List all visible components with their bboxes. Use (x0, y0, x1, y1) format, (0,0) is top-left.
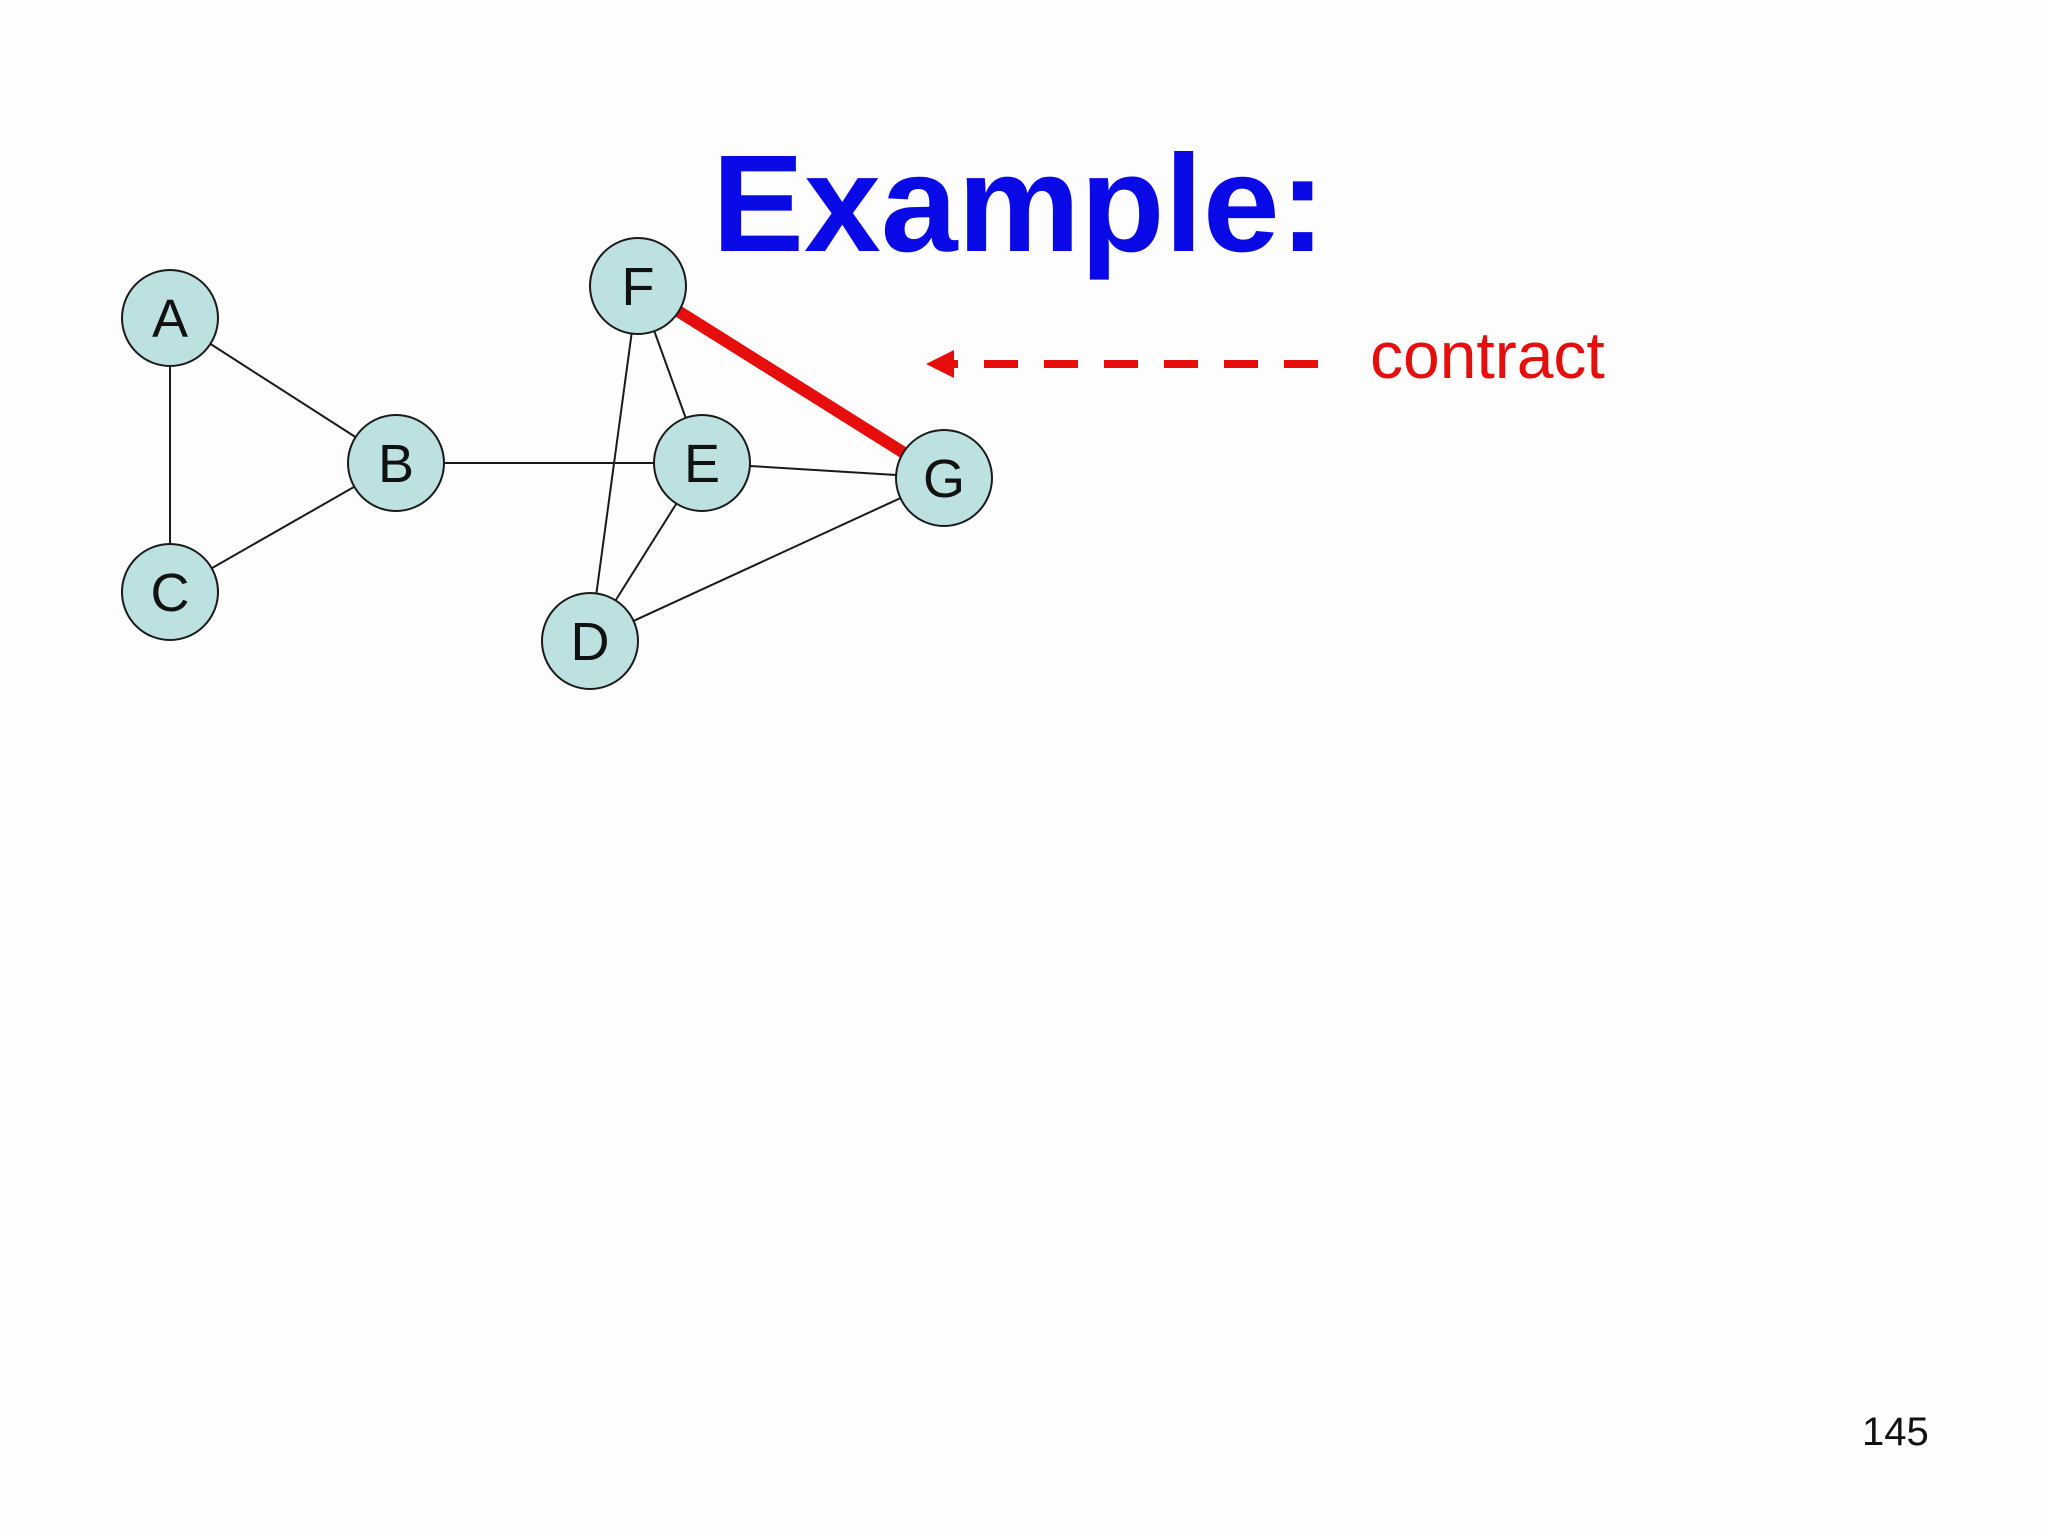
node-circle (589, 237, 687, 335)
node-f: F (589, 237, 687, 335)
node-circle (541, 592, 639, 690)
node-circle (895, 429, 993, 527)
edges-layer (169, 306, 907, 622)
node-label: C (151, 563, 190, 623)
nodes-layer: A B C D E F G (121, 237, 993, 690)
edge-b-c (211, 485, 355, 570)
edge-f-d (595, 333, 633, 594)
node-label: D (571, 612, 610, 672)
node-d: D (541, 592, 639, 690)
node-a: A (121, 269, 219, 367)
edge-f-g-highlighted (675, 306, 907, 458)
contract-annotation: contract (1370, 318, 1605, 392)
slide-title: Example: (712, 127, 1326, 281)
contract-arrow-head (926, 350, 954, 378)
node-b: B (347, 414, 445, 512)
node-circle (347, 414, 445, 512)
node-label: E (684, 434, 720, 494)
node-label: A (152, 289, 188, 349)
node-c: C (121, 543, 219, 641)
edge-d-g (633, 497, 901, 622)
edge-a-b (209, 343, 357, 438)
node-circle (121, 269, 219, 367)
node-circle (653, 414, 751, 512)
edge-e-g (749, 465, 897, 476)
node-label: G (923, 449, 965, 509)
node-e: E (653, 414, 751, 512)
node-g: G (895, 429, 993, 527)
page-number: 145 (1862, 1410, 1929, 1454)
edge-e-d (614, 503, 678, 601)
node-label: F (622, 257, 655, 317)
node-circle (121, 543, 219, 641)
node-label: B (378, 434, 414, 494)
edge-f-e (653, 330, 687, 419)
